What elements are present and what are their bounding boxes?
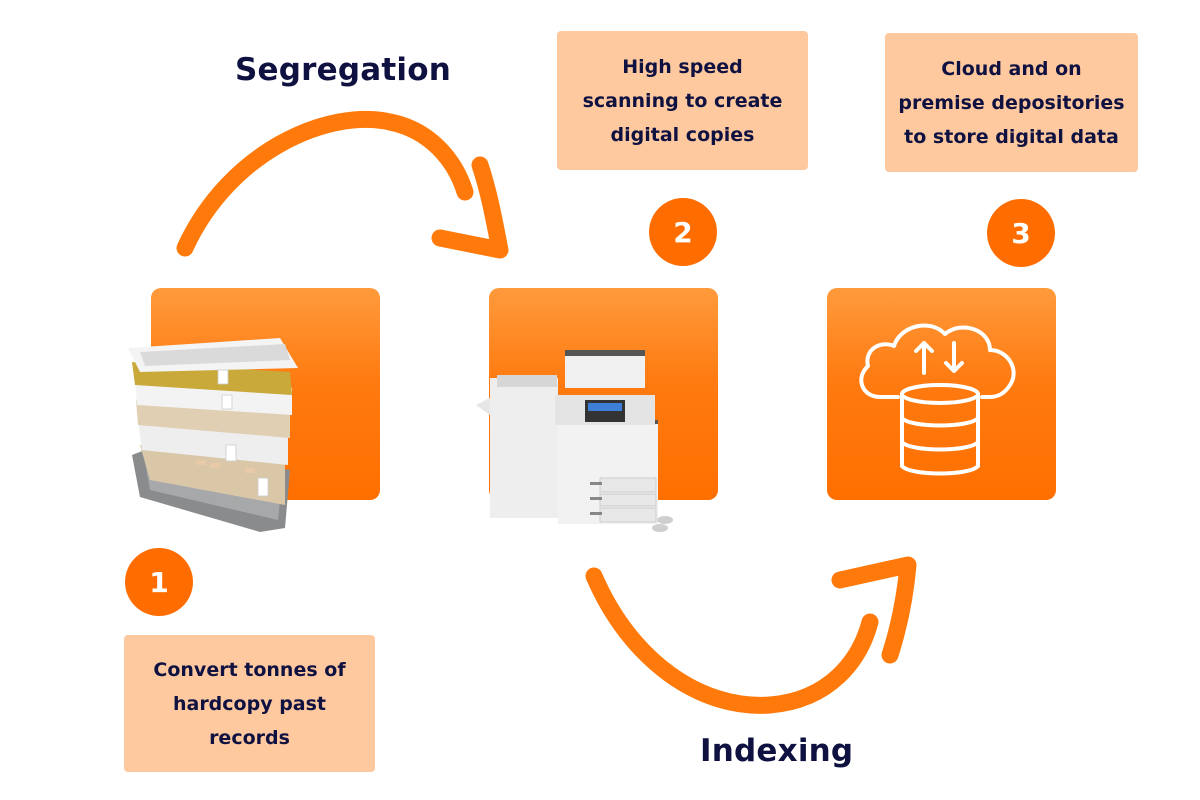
- description-line: to store digital data: [904, 125, 1119, 148]
- description-line: High speed: [622, 55, 743, 78]
- step-1-tile: [151, 288, 380, 500]
- description-line: Cloud and on: [941, 57, 1082, 80]
- description-line: scanning to create: [582, 89, 783, 112]
- step-2-description: High speed scanning to create digital co…: [557, 31, 808, 170]
- description-line: premise depositories: [898, 91, 1125, 114]
- description-line: Convert tonnes of: [153, 658, 346, 681]
- step-3-description: Cloud and on premise depositories to sto…: [885, 33, 1138, 172]
- description-line: hardcopy past: [172, 692, 327, 715]
- segregation-label: Segregation: [235, 52, 451, 88]
- indexing-arrow-icon: [585, 556, 917, 714]
- description-line: records: [209, 726, 290, 749]
- step-1-badge: 1: [125, 548, 193, 616]
- step-2-badge: 2: [649, 198, 717, 266]
- step-3-tile: [827, 288, 1056, 500]
- step-2-tile: [489, 288, 718, 500]
- step-1-description: Convert tonnes of hardcopy past records: [124, 635, 375, 772]
- segregation-arrow-icon: [176, 110, 509, 259]
- description-line: digital copies: [610, 123, 755, 146]
- indexing-label: Indexing: [700, 733, 854, 769]
- step-3-badge: 3: [987, 199, 1055, 267]
